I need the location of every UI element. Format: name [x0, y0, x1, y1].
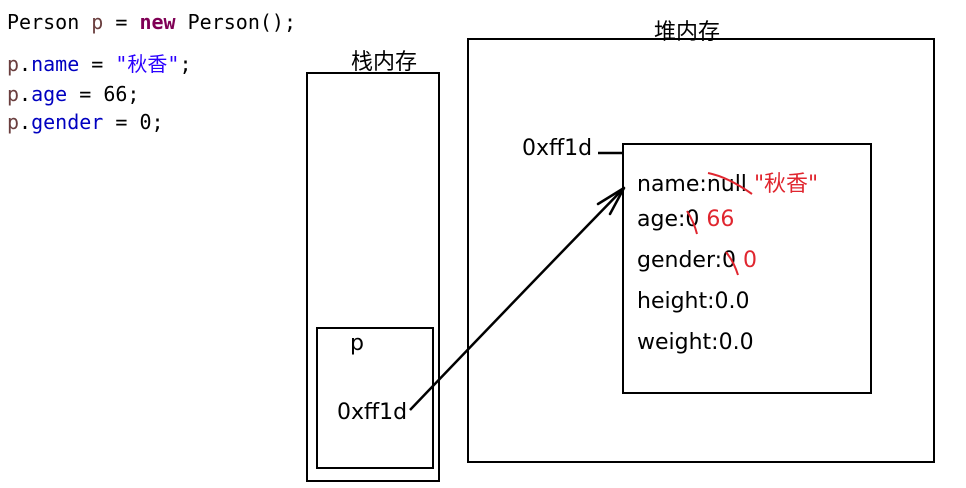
code-token: Person [7, 10, 92, 34]
code-field: gender [31, 110, 104, 134]
field-label: name: [637, 172, 707, 197]
code-token: p [91, 10, 104, 34]
new-value: 66 [706, 207, 735, 232]
heap-address: 0xff1d [522, 136, 593, 161]
field-name: name:null "秋香" [637, 166, 818, 198]
field-gender: gender:0 0 [637, 248, 757, 273]
code-line-3: p.age = 66; [7, 82, 139, 106]
code-token: ; [179, 52, 192, 76]
code-token: = [79, 52, 116, 76]
code-keyword: new [139, 10, 176, 34]
code-token: p [7, 82, 20, 106]
heap-title: 堆内存 [654, 20, 721, 45]
code-token: . [19, 110, 32, 134]
stack-title: 栈内存 [351, 50, 418, 75]
code-string: "秋香" [115, 52, 180, 76]
field-age: age:0 66 [637, 207, 734, 232]
field-height: height:0.0 [637, 289, 750, 314]
code-line-4: p.gender = 0; [7, 110, 164, 134]
field-label: gender: [637, 248, 723, 273]
code-token: . [19, 82, 32, 106]
old-value: 0 [722, 248, 737, 273]
code-token: = 0; [103, 110, 164, 134]
code-field: age [31, 82, 68, 106]
old-value: 0 [685, 207, 700, 232]
field-label: weight:0.0 [637, 330, 754, 355]
stack-var-value: 0xff1d [337, 400, 408, 425]
code-token: Person(); [175, 10, 297, 34]
code-token: p [7, 52, 20, 76]
stack-variable-box [316, 327, 434, 469]
field-label: age: [637, 207, 686, 232]
stack-var-name: p [350, 331, 364, 356]
field-label: height:0.0 [637, 289, 750, 314]
code-line-2: p.name = "秋香"; [7, 48, 192, 77]
field-weight: weight:0.0 [637, 330, 754, 355]
new-value: "秋香" [753, 172, 819, 197]
code-token: = [103, 10, 140, 34]
old-value: null [706, 172, 747, 197]
new-value: 0 [743, 248, 758, 273]
code-token: = 66; [67, 82, 140, 106]
code-field: name [31, 52, 80, 76]
code-token: p [7, 110, 20, 134]
code-token: . [19, 52, 32, 76]
code-line-1: Person p = new Person(); [7, 10, 296, 34]
